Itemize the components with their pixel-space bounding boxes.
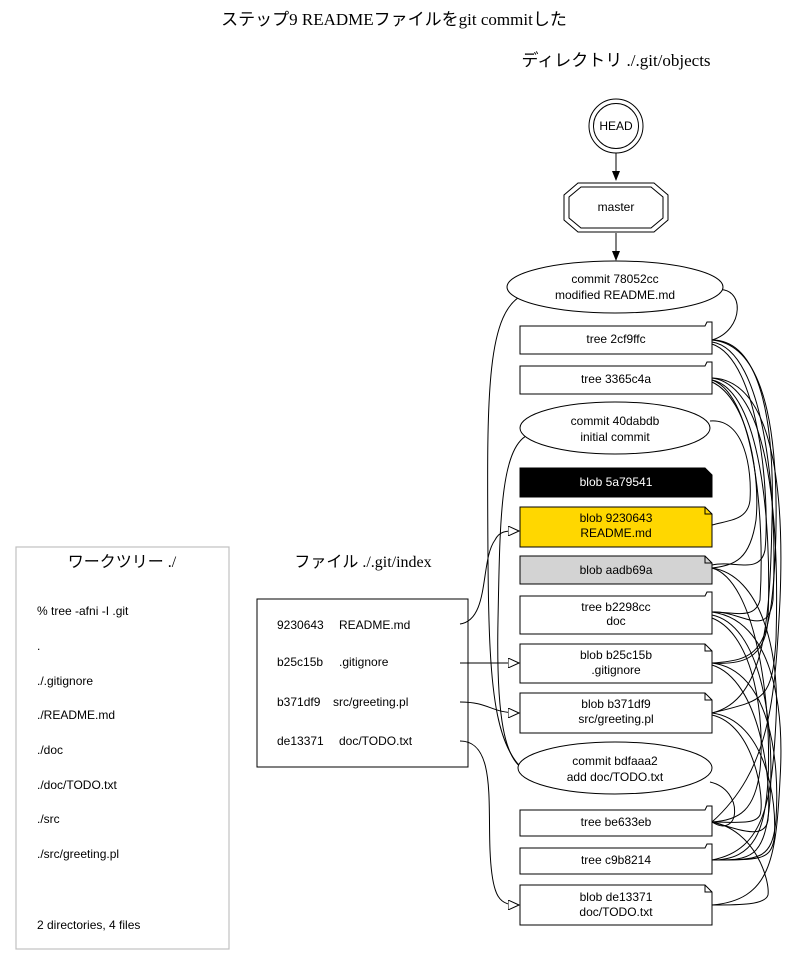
- blob-filename: doc/TODO.txt: [579, 905, 653, 919]
- commit-message: modified README.md: [555, 288, 675, 302]
- edge-commit-tree: [709, 420, 751, 526]
- tree-hash: tree b2298cc: [581, 600, 650, 614]
- edge-tree-blob: [711, 614, 772, 861]
- tree-hash: tree 2cf9ffc: [586, 332, 645, 346]
- blob-hash: blob de13371: [580, 890, 653, 904]
- index-entry-hash: b25c15b: [277, 655, 323, 669]
- blob-node: blob 9230643 README.md: [519, 506, 713, 548]
- worktree-line: ./doc: [37, 743, 63, 757]
- head-label: HEAD: [599, 119, 633, 133]
- worktree-line: ./README.md: [37, 708, 115, 722]
- commit-node: commit 78052cc modified README.md: [506, 260, 724, 314]
- edge-commit-tree: [711, 289, 738, 341]
- index-entry-path: README.md: [339, 618, 410, 632]
- edge-index-todo: [459, 740, 519, 905]
- worktree-line: ./.gitignore: [37, 674, 93, 688]
- edge-tree-blob: [711, 567, 770, 861]
- commit-message: initial commit: [580, 430, 650, 444]
- tree-name: doc: [606, 614, 625, 628]
- edge-commit-parent: [497, 433, 531, 771]
- edge-tree-blob: [711, 617, 762, 823]
- edge-tree-blob: [711, 712, 776, 861]
- commit-node: commit 40dabdb initial commit: [519, 401, 711, 455]
- commit-hash: commit 40dabdb: [571, 414, 660, 428]
- edge-commit-tree: [709, 781, 736, 827]
- blob-hash: blob 5a79541: [580, 475, 653, 489]
- master-label: master: [598, 200, 635, 214]
- index-entry-hash: de13371: [277, 734, 324, 748]
- edges: [459, 153, 782, 906]
- edge-tree-blob: [711, 714, 762, 823]
- index-entry-path: src/greeting.pl: [333, 695, 408, 709]
- index-entry-hash: 9230643: [277, 618, 324, 632]
- blob-node: blob aadb69a: [519, 555, 713, 585]
- edge-commit-parent: [487, 293, 541, 782]
- edge-tree-blob: [711, 379, 770, 664]
- worktree-line: ./src: [37, 812, 60, 826]
- edge-tree-blob: [711, 664, 770, 833]
- index-title: ファイル ./.git/index: [294, 554, 431, 571]
- blob-hash: blob b371df9: [581, 697, 651, 711]
- worktree-panel: ワークツリー ./ % tree -afni -I .git . ./.giti…: [15, 546, 230, 950]
- objects-directory-label: ディレクトリ ./.git/objects: [521, 50, 710, 70]
- tree-hash: tree be633eb: [581, 815, 652, 829]
- index-entry-path: doc/TODO.txt: [339, 734, 413, 748]
- master-node: master: [563, 182, 669, 233]
- worktree-title: ワークツリー ./: [68, 553, 177, 571]
- tree-node: tree b2298cc doc: [519, 591, 713, 635]
- tree-node: tree c9b8214: [519, 843, 713, 875]
- blob-filename: .gitignore: [591, 663, 641, 677]
- commit-message: add doc/TODO.txt: [567, 770, 664, 784]
- edge-tree-blob: [711, 567, 777, 861]
- blob-node: blob de13371 doc/TODO.txt: [519, 884, 713, 926]
- edge-tree-blob: [711, 377, 778, 714]
- tree-hash: tree c9b8214: [581, 853, 651, 867]
- blob-node: blob b25c15b .gitignore: [519, 643, 713, 684]
- edge-index-readme: [459, 531, 519, 625]
- commit-node: commit bdfaaa2 add doc/TODO.txt: [517, 741, 713, 795]
- edge-tree-blob: [711, 821, 769, 906]
- blob-filename: README.md: [580, 526, 651, 540]
- edge-tree-blob: [711, 377, 782, 823]
- blob-hash: blob aadb69a: [580, 563, 653, 577]
- edge-tree-blob: [711, 343, 767, 566]
- tree-node: tree 2cf9ffc: [519, 321, 713, 355]
- head-node: HEAD: [588, 98, 644, 154]
- tree-hash: tree 3365c4a: [581, 372, 651, 386]
- edge-tree-blob: [711, 341, 775, 622]
- worktree-line: ./doc/TODO.txt: [37, 778, 117, 792]
- commit-hash: commit 78052cc: [571, 272, 658, 286]
- worktree-line: ./src/greeting.pl: [37, 847, 119, 861]
- edge-tree-blob: [711, 381, 758, 569]
- page-title: ステップ9 READMEファイルをgit commitした: [221, 10, 567, 29]
- blob-hash: blob b25c15b: [580, 648, 652, 662]
- edge-index-greeting: [459, 701, 519, 713]
- tree-node: tree 3365c4a: [519, 361, 713, 395]
- worktree-line: % tree -afni -I .git: [37, 604, 129, 618]
- index-panel: 9230643 README.md b25c15b .gitignore b37…: [256, 598, 469, 768]
- blob-hash: blob 9230643: [580, 511, 653, 525]
- tree-node: tree be633eb: [519, 805, 713, 837]
- worktree-line: .: [37, 639, 40, 653]
- index-entry-hash: b371df9: [277, 695, 321, 709]
- commit-hash: commit bdfaaa2: [572, 754, 658, 768]
- worktree-summary: 2 directories, 4 files: [37, 918, 140, 932]
- blob-filename: src/greeting.pl: [578, 712, 653, 726]
- index-entry-path: .gitignore: [339, 655, 389, 669]
- edge-tree-blob: [711, 662, 778, 861]
- blob-node: blob 5a79541: [519, 467, 713, 498]
- edge-tree-blob: [711, 611, 782, 906]
- blob-node: blob b371df9 src/greeting.pl: [519, 692, 713, 734]
- edge-tree-blob: [711, 339, 777, 664]
